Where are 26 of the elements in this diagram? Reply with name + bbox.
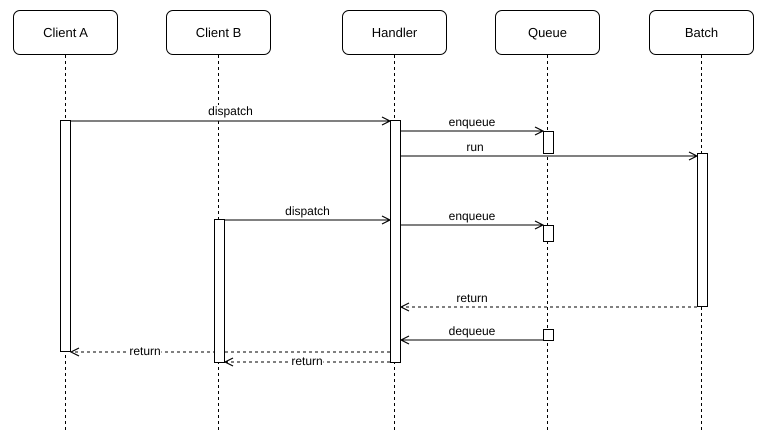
participant-box: Client A — [13, 10, 118, 55]
activation-bar — [543, 225, 554, 242]
activation-bar — [543, 329, 554, 341]
message-arrow — [400, 151, 698, 161]
edge-label: dispatch — [284, 205, 331, 218]
message-arrow — [224, 215, 391, 225]
activation-bar — [543, 131, 554, 154]
participant-box: Batch — [649, 10, 754, 55]
activation-bar — [390, 120, 401, 363]
edge-label: return — [290, 355, 324, 368]
return-arrow — [400, 302, 698, 312]
edge-label: return — [128, 345, 162, 358]
activation-bar — [214, 219, 225, 363]
activation-bar — [697, 153, 708, 307]
participant-box: Client B — [166, 10, 271, 55]
return-arrow — [70, 347, 390, 357]
edge-label: dequeue — [448, 325, 496, 338]
activation-bar — [60, 120, 71, 352]
message-arrow — [70, 116, 391, 126]
edge-label: return — [455, 292, 489, 305]
participant-box: Handler — [342, 10, 447, 55]
message-arrow — [400, 220, 544, 230]
participant-box: Queue — [495, 10, 600, 55]
edge-label: dispatch — [207, 105, 254, 118]
message-arrow — [400, 335, 544, 345]
message-arrow — [400, 126, 544, 136]
